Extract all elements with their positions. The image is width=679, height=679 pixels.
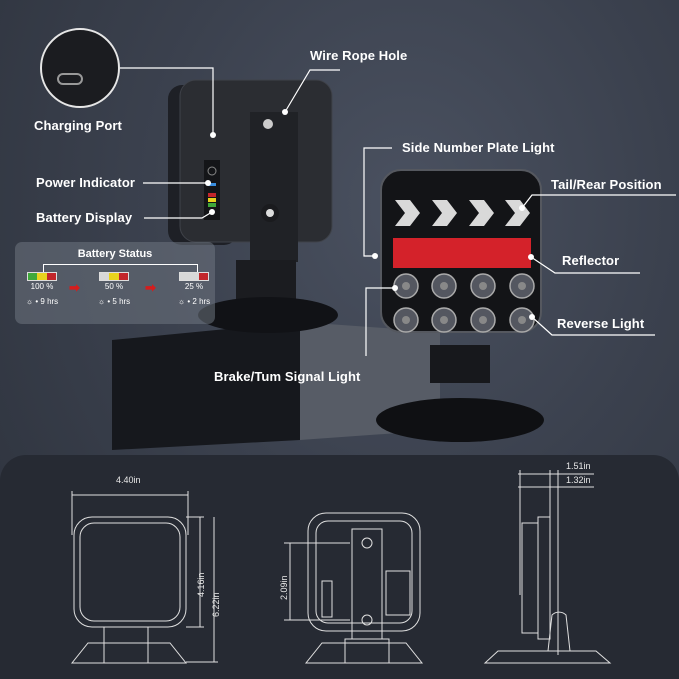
battery-bar xyxy=(179,272,209,281)
battery-status-title: Battery Status xyxy=(77,248,153,260)
dimension-drawings xyxy=(70,470,612,664)
battery-level-100: 100 % ☼ • 9 hrs xyxy=(19,272,65,306)
right-arrow-icon: ➡ xyxy=(145,280,156,295)
battery-level-25: 25 % ☼ • 2 hrs xyxy=(171,272,217,306)
label-reverse-light: Reverse Light xyxy=(557,316,645,331)
battery-status-panel: Battery Status 100 % ☼ • 9 hrs ➡ 50 % ☼ … xyxy=(15,242,215,324)
right-arrow-icon: ➡ xyxy=(69,280,80,295)
label-battery-display: Battery Display xyxy=(36,210,133,225)
label-power-indicator: Power Indicator xyxy=(36,175,136,190)
bracket-line xyxy=(43,264,198,273)
dim-width: 4.40in xyxy=(116,475,141,485)
dim-mount-spacing: 2.09in xyxy=(279,575,289,600)
label-wire-rope-hole: Wire Rope Hole xyxy=(310,48,408,63)
dim-depth-total: 1.51in xyxy=(566,461,591,471)
dim-total-height: 6.22in xyxy=(211,592,221,617)
bulb-icon: ☼ xyxy=(97,297,106,306)
label-reflector: Reflector xyxy=(562,253,620,268)
dim-head-height: 4.16in xyxy=(196,572,206,597)
dimensions-panel: 4.40in 4.16in 6.22in 2.09in 1.51in 1.32i… xyxy=(0,455,679,679)
label-charging-port: Charging Port xyxy=(34,118,122,133)
bulb-icon: ☼ xyxy=(25,297,34,306)
label-brake-turn-signal-light: Brake/Tum Signal Light xyxy=(214,369,361,384)
battery-bar xyxy=(27,272,57,281)
label-tail-rear-position: Tail/Rear Position xyxy=(551,177,662,192)
battery-bar xyxy=(99,272,129,281)
dim-depth-body: 1.32in xyxy=(566,475,591,485)
label-side-number-plate-light: Side Number Plate Light xyxy=(402,140,555,155)
bulb-icon: ☼ xyxy=(177,297,186,306)
battery-level-50: 50 % ☼ • 5 hrs xyxy=(91,272,137,306)
